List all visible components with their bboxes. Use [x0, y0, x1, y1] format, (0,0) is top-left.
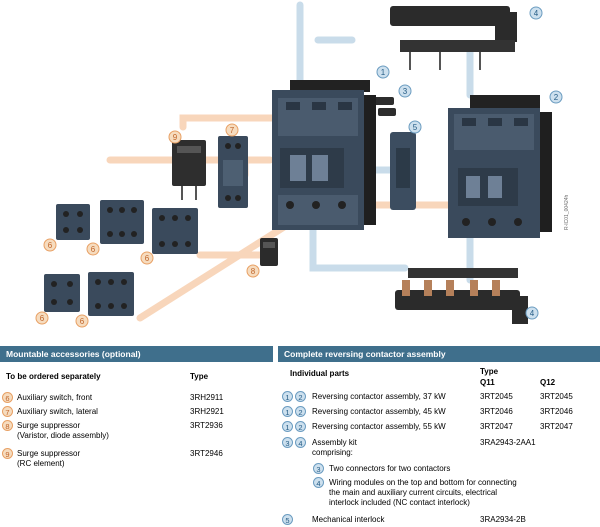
wiring-module-bottom	[395, 268, 528, 324]
badge-4: 4	[295, 437, 306, 448]
mechanical-interlock-label: Mechanical interlock	[312, 515, 385, 524]
badge-1: 1	[282, 391, 293, 402]
assembly-37kw-q11: 3RT2045	[480, 392, 513, 401]
accessories-header: Mountable accessories (optional)	[0, 346, 273, 362]
aux-switch-front-group	[44, 200, 198, 316]
svg-text:6: 6	[80, 317, 85, 326]
assembly-header: Complete reversing contactor assembly	[278, 346, 600, 362]
callout-8: 8	[246, 264, 260, 278]
assembly-55kw-label: Reversing contactor assembly, 55 kW	[312, 422, 446, 431]
assembly-45kw-q11: 3RT2046	[480, 407, 513, 416]
svg-text:6: 6	[91, 245, 96, 254]
callout-2: 2	[549, 90, 563, 104]
surge-suppressor-rc	[172, 140, 206, 200]
badge-3: 3	[282, 437, 293, 448]
badge-5: 5	[282, 514, 293, 525]
svg-text:6: 6	[145, 254, 150, 263]
connectors-label: Two connectors for two contactors	[329, 464, 451, 473]
q11-header: Q11	[480, 378, 495, 387]
assembly-37kw-label: Reversing contactor assembly, 37 kW	[312, 392, 446, 401]
callout-1: 1	[376, 65, 390, 79]
leader-orange-diag	[136, 216, 299, 322]
aux-switch-lateral	[218, 136, 248, 208]
svg-text:3: 3	[403, 87, 408, 96]
assembly-45kw-label: Reversing contactor assembly, 45 kW	[312, 407, 446, 416]
callout-6a: 6	[43, 238, 57, 252]
svg-text:9: 9	[173, 133, 178, 142]
wiring-modules-line-3: interlock included (NC contact interlock…	[329, 498, 470, 507]
callout-4-top: 4	[529, 6, 543, 20]
callout-6d: 6	[35, 311, 49, 325]
badge-3: 3	[313, 463, 324, 474]
badge-6: 6	[2, 392, 13, 403]
callout-4-bottom: 4	[525, 306, 539, 320]
svg-text:7: 7	[230, 126, 235, 135]
mechanical-interlock-type: 3RA2934-2B	[480, 515, 526, 524]
badge-1: 1	[282, 406, 293, 417]
svg-text:2: 2	[554, 93, 559, 102]
diagram-code: R-IC01_00424h	[564, 194, 570, 230]
rc-element-label-2: (RC element)	[17, 459, 65, 468]
callouts: 4 1 3 2 5 4 9 7 6 6 6 8 6 6	[35, 6, 563, 328]
svg-text:4: 4	[530, 309, 535, 318]
badge-2: 2	[295, 406, 306, 417]
svg-text:1: 1	[381, 68, 386, 77]
ordered-separately-label: To be ordered separately	[6, 372, 101, 381]
wiring-modules-line-2: the main and auxiliary current circuits,…	[329, 488, 498, 497]
rc-element-label: Surge suppressor	[17, 449, 81, 458]
badge-9: 9	[2, 448, 13, 459]
badge-4: 4	[313, 477, 324, 488]
wiring-modules-line-1: Wiring modules on the top and bottom for…	[329, 478, 517, 487]
rc-element-type: 3RT2946	[190, 449, 223, 458]
assembly-kit-type: 3RA2943-2AA1	[480, 438, 536, 447]
varistor-type: 3RT2936	[190, 421, 223, 430]
contactor-q11	[272, 80, 376, 230]
callout-6c: 6	[140, 251, 154, 265]
assembly-55kw-q11: 3RT2047	[480, 422, 513, 431]
badge-2: 2	[295, 391, 306, 402]
badge-8: 8	[2, 420, 13, 431]
callout-6b: 6	[86, 242, 100, 256]
callout-5: 5	[408, 120, 422, 134]
callout-9: 9	[168, 130, 182, 144]
svg-text:4: 4	[534, 9, 539, 18]
aux-switch-front-type: 3RH2911	[190, 393, 224, 402]
svg-text:5: 5	[413, 123, 418, 132]
svg-text:6: 6	[40, 314, 45, 323]
badge-1: 1	[282, 421, 293, 432]
badge-2: 2	[295, 421, 306, 432]
leader-blue-bottom	[309, 226, 409, 272]
assembly-kit-label-2: comprising:	[312, 448, 353, 457]
aux-switch-lateral-label: Auxiliary switch, lateral	[17, 407, 98, 416]
assembly-55kw-q12: 3RT2047	[540, 422, 573, 431]
wiring-module-top	[390, 6, 517, 70]
badge-7: 7	[2, 406, 13, 417]
contactor-q12	[448, 95, 552, 238]
aux-switch-front-label: Auxiliary switch, front	[17, 393, 93, 402]
varistor-label-2: (Varistor, diode assembly)	[17, 431, 109, 440]
right-type-header: Type	[480, 367, 499, 376]
varistor-label: Surge suppressor	[17, 421, 81, 430]
left-type-header: Type	[190, 372, 209, 381]
q12-header: Q12	[540, 378, 556, 387]
surge-suppressor-varistor	[260, 238, 278, 266]
svg-text:8: 8	[251, 267, 256, 276]
assembly-37kw-q12: 3RT2045	[540, 392, 573, 401]
callout-3: 3	[398, 84, 412, 98]
aux-switch-lateral-type: 3RH2921	[190, 407, 224, 416]
exploded-assembly-diagram: 4 1 3 2 5 4 9 7 6 6 6 8 6 6 R-IC01_00424…	[35, 1, 570, 328]
assembly-kit-label: Assembly kit	[312, 438, 357, 447]
callout-7: 7	[225, 123, 239, 137]
mechanical-interlock	[390, 132, 416, 210]
svg-text:6: 6	[48, 241, 53, 250]
assembly-45kw-q12: 3RT2046	[540, 407, 573, 416]
callout-6e: 6	[75, 314, 89, 328]
individual-parts-label: Individual parts	[290, 369, 350, 378]
connectors	[372, 97, 396, 116]
